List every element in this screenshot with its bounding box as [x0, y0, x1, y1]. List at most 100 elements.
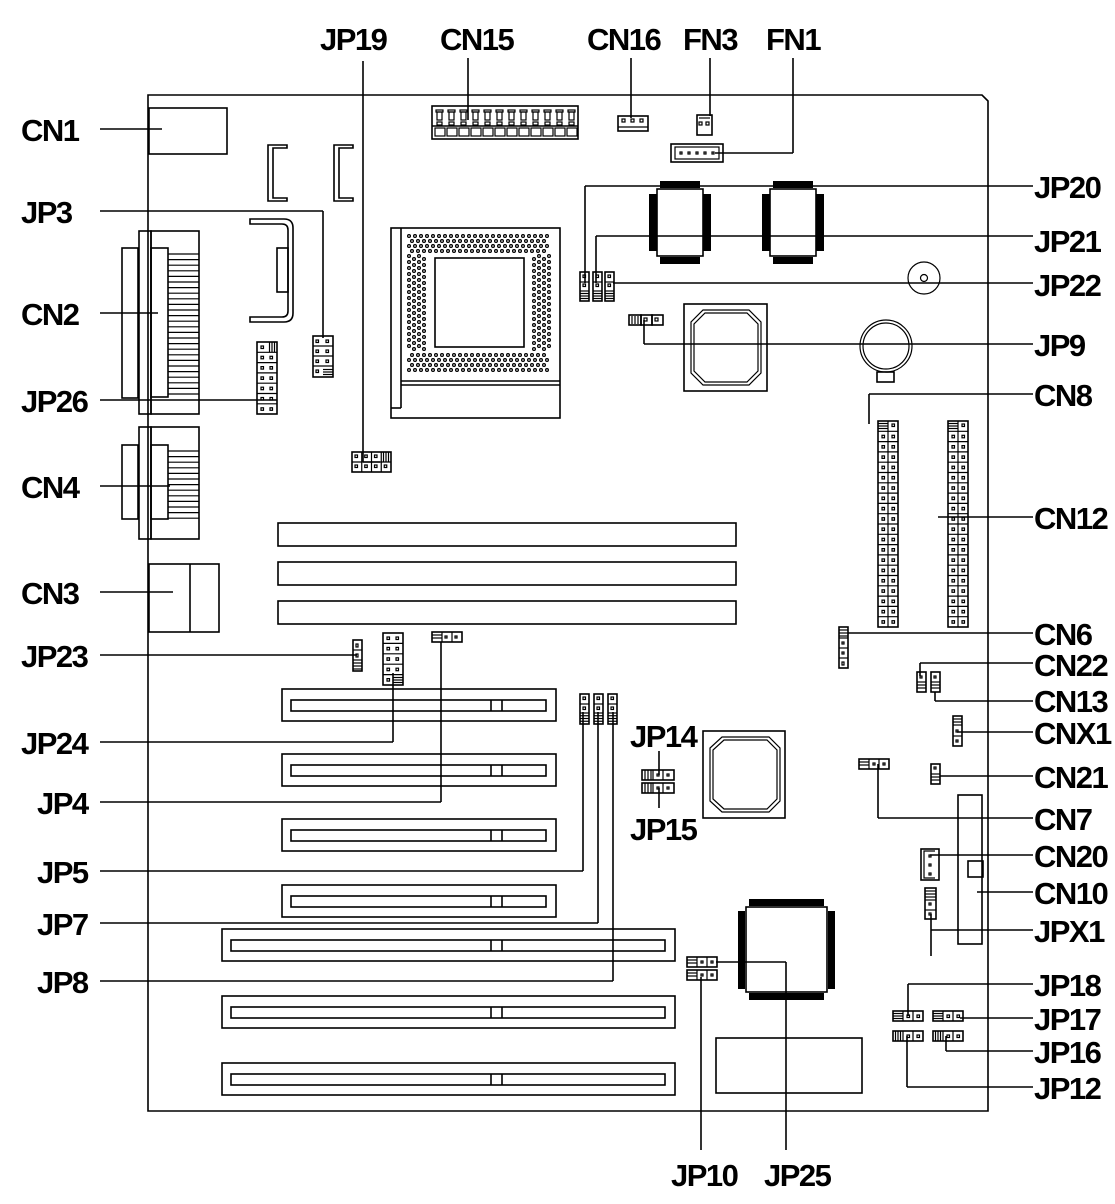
jp3-jumper [312, 335, 334, 378]
pin [891, 558, 896, 563]
pin [961, 445, 966, 449]
cn13-header [930, 671, 941, 693]
label-cn13: CN13 [1034, 684, 1109, 719]
pin [891, 434, 896, 439]
leader-lines [100, 58, 1033, 1150]
pin [891, 445, 896, 449]
cn22-header [916, 671, 927, 693]
pin [961, 496, 966, 501]
cn8-ide-header [877, 420, 899, 628]
pin [891, 589, 896, 593]
label-cn21: CN21 [1034, 760, 1109, 795]
pin [364, 464, 368, 469]
pin [951, 434, 956, 439]
pin [881, 620, 886, 624]
pin [951, 455, 956, 459]
pin [881, 599, 886, 604]
label-jp26: JP26 [21, 384, 89, 419]
pin [946, 1014, 951, 1019]
pin [951, 465, 956, 470]
pin [881, 558, 886, 563]
label-cn10: CN10 [1034, 876, 1108, 911]
pin [961, 434, 966, 439]
pin [315, 349, 320, 354]
pin [881, 445, 886, 449]
pin [315, 339, 320, 344]
pin [596, 696, 601, 701]
pin [951, 589, 956, 593]
pin [582, 706, 587, 711]
pin [951, 486, 956, 490]
label-jp23: JP23 [21, 639, 89, 674]
pin [881, 506, 886, 511]
pin [891, 506, 896, 511]
label-jp7: JP7 [37, 907, 88, 942]
jp25-jumper [686, 956, 718, 968]
chipset-north [683, 303, 768, 392]
cn15-terminal-block [431, 105, 579, 140]
label-jp25: JP25 [764, 1158, 832, 1193]
pin [961, 537, 966, 542]
cache-chip-1 [649, 181, 711, 264]
pin [891, 475, 896, 480]
memory-slot-2 [277, 561, 737, 586]
pin [315, 359, 320, 364]
pin [269, 366, 274, 370]
pin [881, 568, 886, 573]
label-jp5: JP5 [37, 855, 89, 890]
pin [891, 496, 896, 501]
pin [961, 599, 966, 604]
label-jp12: JP12 [1034, 1071, 1101, 1106]
pin [386, 636, 391, 641]
label-jp10: JP10 [671, 1158, 738, 1193]
pin [881, 578, 886, 583]
pin [881, 537, 886, 542]
pin [951, 620, 956, 624]
pin [395, 636, 400, 641]
pin [891, 547, 896, 552]
label-cn16: CN16 [587, 22, 662, 57]
cnx1-header [952, 715, 963, 747]
pin [961, 465, 966, 470]
pin [881, 465, 886, 470]
pin [951, 599, 956, 604]
jp15-jumper [641, 782, 675, 794]
pin [260, 386, 265, 391]
label-jp24: JP24 [21, 726, 90, 761]
pin [961, 620, 966, 624]
pin [315, 369, 320, 374]
pin [607, 274, 612, 279]
jp12-16-17-18-jumpers [892, 1010, 964, 1042]
pin [325, 349, 330, 354]
pin [951, 475, 956, 480]
label-jp4: JP4 [37, 786, 90, 821]
pin [395, 657, 400, 661]
cache-chip-2 [762, 181, 824, 264]
label-jp17: JP17 [1034, 1002, 1101, 1037]
cn7-header [858, 758, 890, 770]
pin [916, 1034, 921, 1039]
cn21-header [930, 763, 941, 785]
label-cn4: CN4 [21, 470, 81, 505]
pin [881, 434, 886, 439]
bios-chip [715, 1037, 863, 1094]
cpu-socket [390, 227, 561, 419]
label-cn3: CN3 [21, 576, 80, 611]
pci-slot-3 [281, 818, 557, 852]
pin [269, 355, 274, 360]
pin [582, 696, 587, 701]
pin [260, 376, 265, 380]
pin [354, 454, 359, 459]
pin [596, 706, 601, 711]
pin [891, 609, 896, 614]
jp9-jumper [628, 314, 664, 326]
label-jp3: JP3 [21, 195, 73, 230]
pin [881, 547, 886, 552]
board-outline [147, 94, 989, 1112]
pin [881, 455, 886, 459]
label-jp16: JP16 [1034, 1035, 1102, 1070]
pin [260, 345, 265, 350]
pin [961, 517, 966, 521]
pin [891, 486, 896, 490]
pin [881, 496, 886, 501]
